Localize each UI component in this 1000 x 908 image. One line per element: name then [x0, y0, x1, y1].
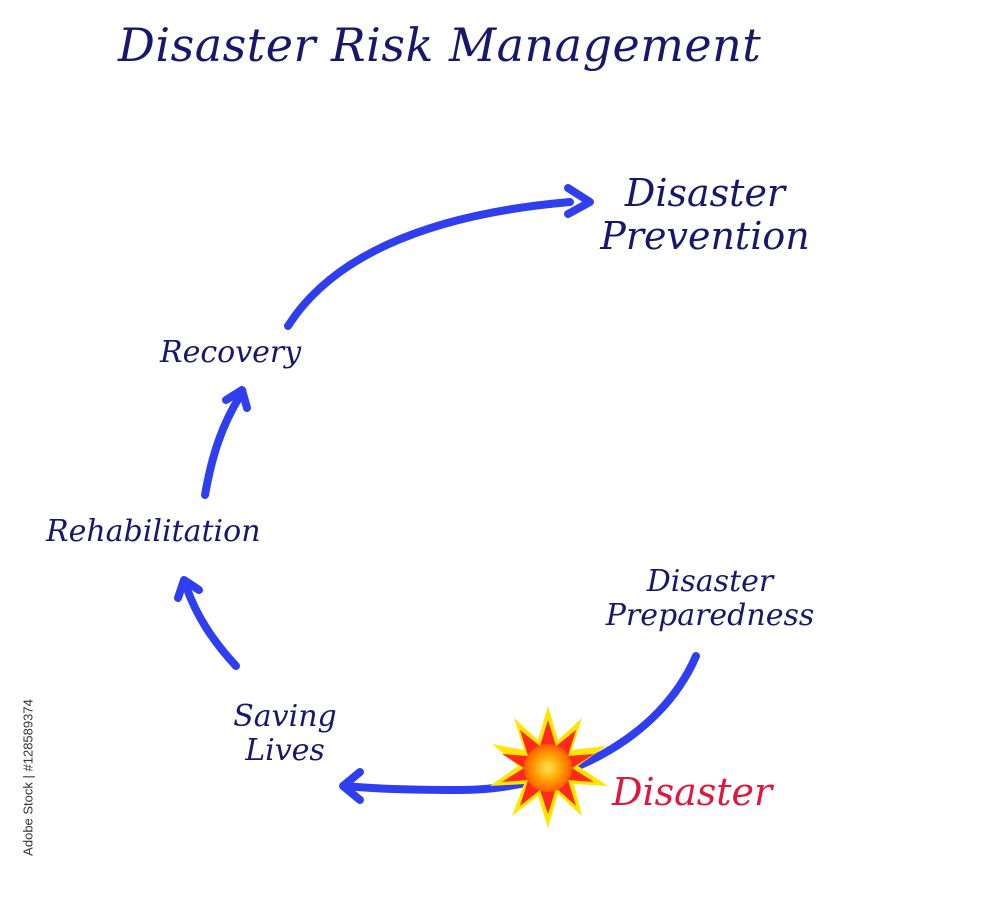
arrowhead-rehab: [174, 576, 203, 602]
stage-label-preparedness-line-2: Preparedness: [605, 597, 815, 633]
stage-label-disaster: Disaster: [612, 770, 773, 814]
stage-label-preparedness-line-1: Disaster: [646, 564, 774, 599]
explosion-icon: [490, 706, 608, 828]
stage-label-saving-line-2: Lives: [245, 732, 325, 768]
stage-label-prevention-line-1: Disaster: [624, 171, 786, 215]
arrow-saving-to-rehab: [182, 582, 240, 670]
stage-label-prevention-line-2: Prevention: [600, 213, 810, 258]
stage-label-saving-line-1: Saving: [233, 699, 337, 734]
arrowhead-saving: [339, 768, 364, 804]
arrow-preparedness-to-saving: [342, 652, 700, 795]
stage-label-preparedness: Disaster Preparedness: [565, 565, 855, 632]
diagram-title: Disaster Risk Management: [118, 18, 762, 72]
arrow-rehab-to-recovery: [201, 392, 244, 499]
stage-label-prevention: Disaster Prevention: [560, 172, 850, 257]
arrowhead-recovery: [222, 386, 251, 412]
stage-label-rehabilitation: Rehabilitation: [46, 514, 261, 549]
stage-label-recovery: Recovery: [160, 335, 302, 370]
stock-watermark-id: Adobe Stock | #128589374: [20, 699, 36, 856]
arrow-recovery-to-prevention: [284, 198, 574, 330]
arrowhead-prevention: [564, 184, 594, 218]
stage-label-saving-lives: Saving Lives: [200, 700, 370, 767]
